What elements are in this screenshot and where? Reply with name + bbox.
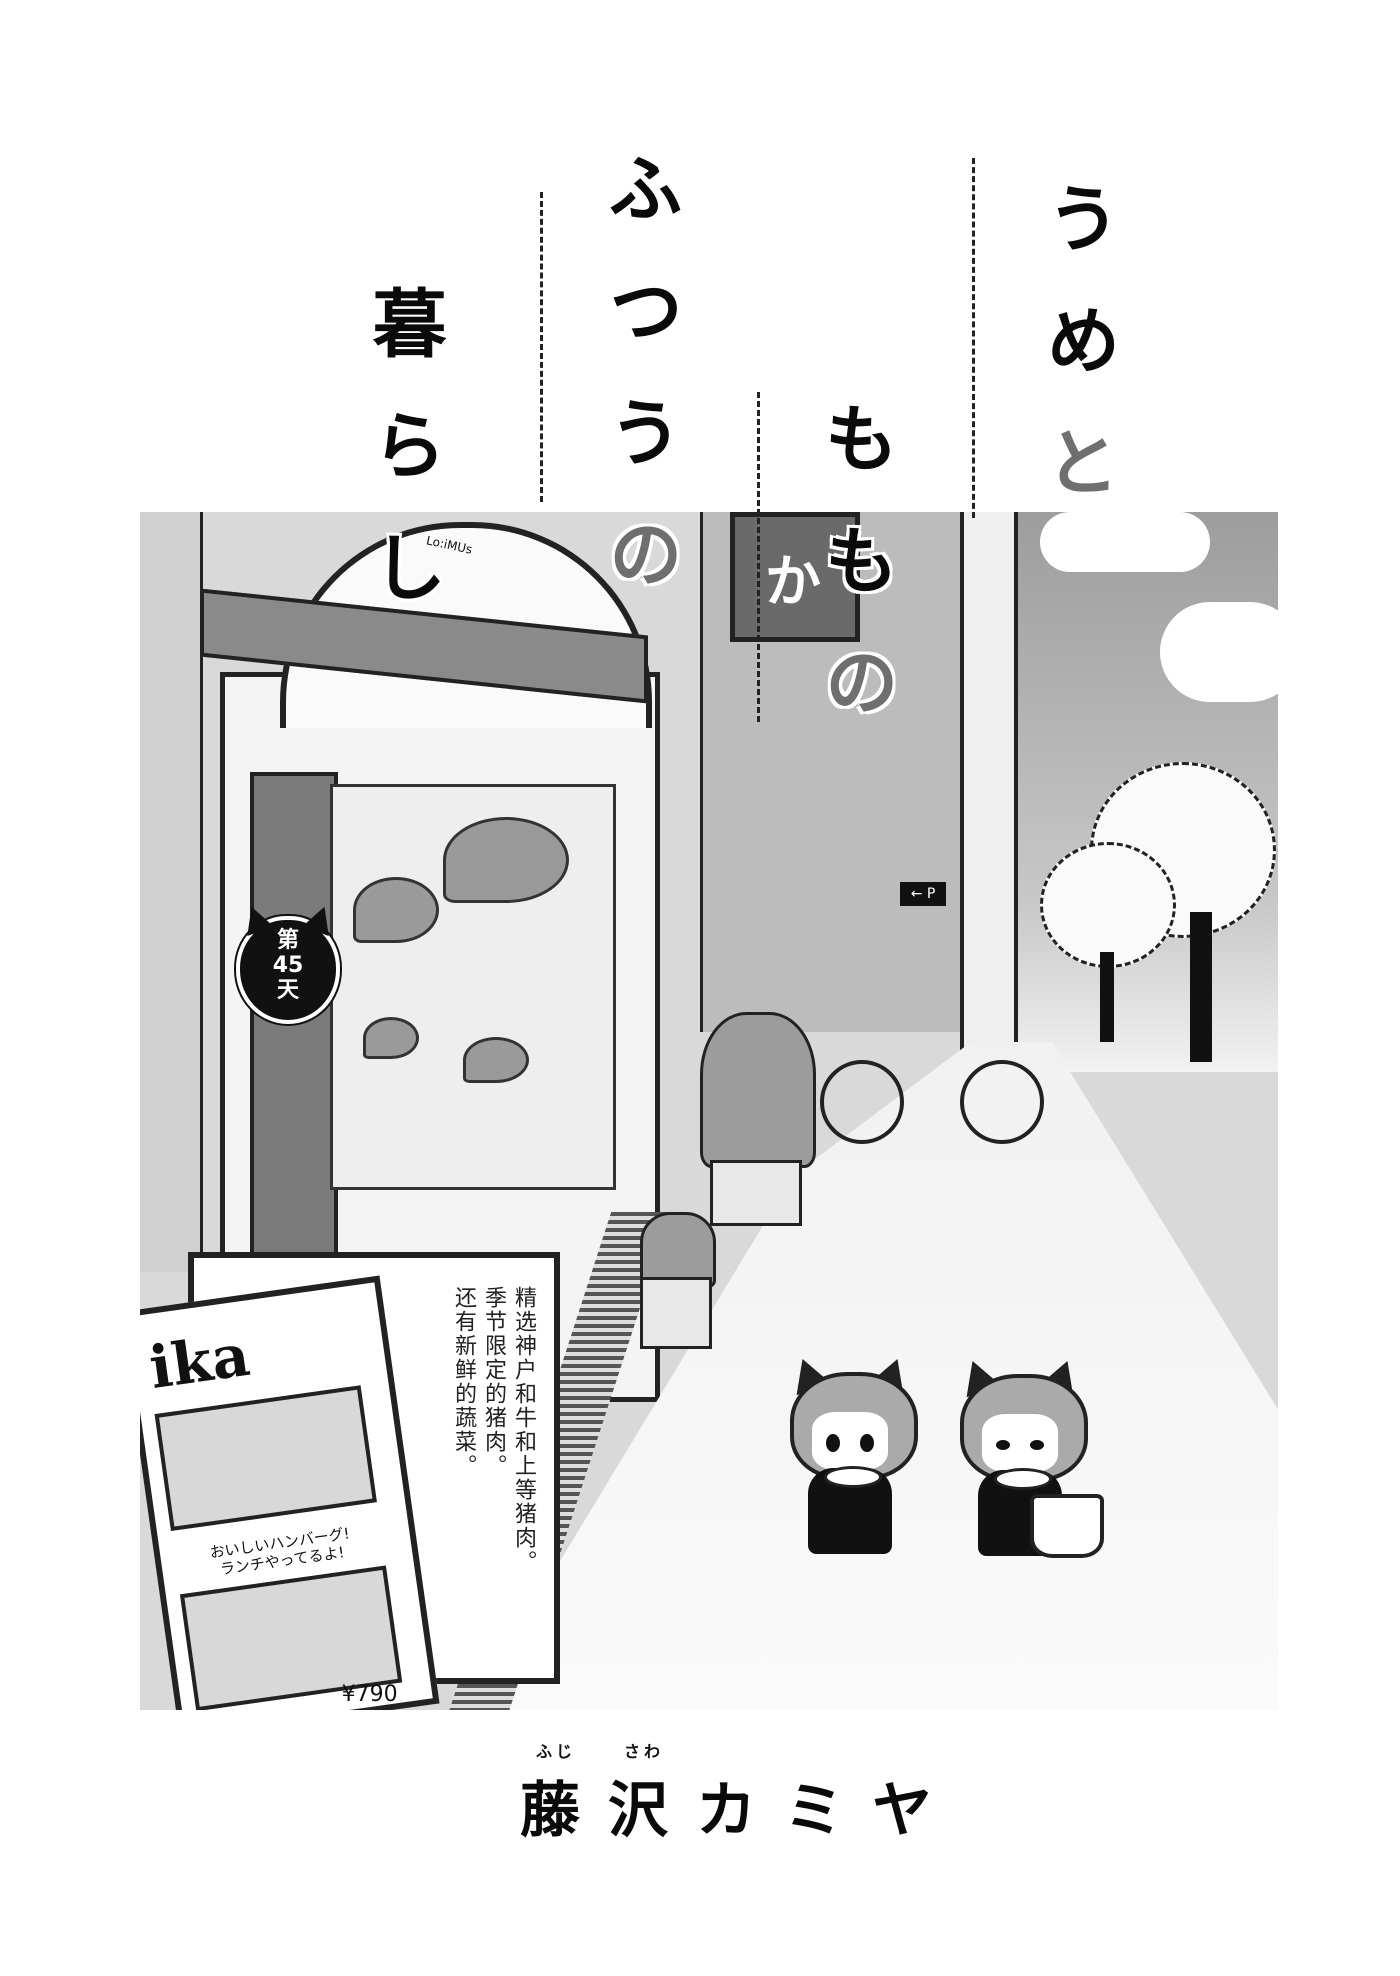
cloud [1160, 602, 1278, 702]
title-char: め [1034, 302, 1120, 424]
title-char: う [1034, 180, 1120, 302]
title-char: ら [360, 407, 446, 529]
menu-sign-title: ika [145, 1320, 254, 1403]
chapter-badge-line: 天 [276, 978, 299, 1003]
title-char: ふ [596, 150, 682, 272]
title-column-1: うめと [1034, 180, 1120, 546]
bicycle-wheel [820, 1060, 904, 1144]
tree-trunk [1190, 912, 1212, 1062]
potted-plant [700, 1012, 816, 1168]
shop-sign: か [730, 512, 860, 642]
menu-photo-curry [154, 1385, 377, 1532]
utility-pole [960, 512, 1018, 1072]
eye [996, 1440, 1010, 1450]
leaf-pattern [443, 817, 569, 903]
leaf-pattern [353, 877, 439, 943]
chapter-badge-text: 第 45 天 [240, 928, 336, 1003]
title-column-4: 暮らし [360, 285, 446, 651]
eye [826, 1434, 840, 1452]
noren-curtain [330, 784, 616, 1190]
title-char: う [596, 394, 682, 516]
wicker-basket [1030, 1494, 1104, 1558]
title-char: と [1034, 424, 1120, 546]
parking-sign-text: ← P [910, 886, 936, 902]
title-char: も [812, 522, 898, 644]
shop-door [250, 772, 338, 1300]
menu-price: ¥790 [341, 1681, 398, 1707]
board-text-col2: 季节限定的猪肉。 [481, 1286, 506, 1478]
chapter-badge-line: 第 [276, 928, 299, 953]
face [812, 1412, 888, 1470]
author-name: 藤沢カミヤ [520, 1776, 960, 1846]
leaf-pattern [463, 1037, 529, 1083]
title-char: も [812, 400, 898, 522]
chapter-number: 45 [272, 953, 304, 978]
face [982, 1414, 1058, 1472]
title-char: の [596, 516, 682, 638]
title-char: つ [596, 272, 682, 394]
cloud [1040, 512, 1210, 572]
parking-sign: ← P [900, 882, 946, 906]
plant-pot [710, 1160, 802, 1226]
board-text-col1: 精选神户和牛和上等猪肉。 [511, 1286, 536, 1574]
left-wall [140, 512, 203, 1272]
illustration-panel: か ← P Lo:iMUs 精选神户和 [140, 512, 1278, 1710]
title-char: し [360, 529, 446, 651]
chapter-badge: 第 45 天 [236, 916, 340, 1024]
title-column-3: ふつうの [596, 150, 682, 638]
tree-trunk [1100, 952, 1114, 1042]
board-text-col3: 还有新鲜的蔬菜。 [451, 1286, 476, 1478]
title-divider [972, 158, 975, 518]
plant-pot [640, 1277, 712, 1349]
shop-sign-text: か [765, 550, 821, 615]
potted-plant [640, 1212, 716, 1288]
character-ume [785, 1352, 918, 1572]
title-char: の [812, 644, 898, 766]
title-char: 暮 [360, 285, 446, 407]
bicycle-wheel [960, 1060, 1044, 1144]
eye [860, 1434, 874, 1452]
collar [824, 1466, 882, 1488]
eye [1030, 1440, 1044, 1450]
character-momo [955, 1354, 1104, 1574]
leaf-pattern [363, 1017, 419, 1059]
title-divider [757, 392, 760, 722]
author-ruby: さわ [624, 1742, 665, 1761]
street-tree [1040, 842, 1176, 968]
title-column-2: ももの [812, 400, 898, 766]
collar [994, 1468, 1052, 1490]
title-divider [540, 192, 543, 502]
author-ruby: ふじ [536, 1742, 577, 1761]
